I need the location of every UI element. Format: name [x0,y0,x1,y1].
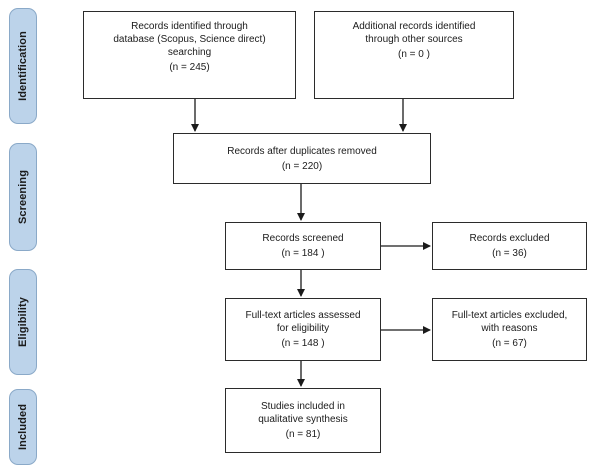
box-studies-included-count: (n = 81) [285,429,321,440]
box-records-screened: Records screened (n = 184 ) [225,222,381,270]
box-after-duplicates-line-1: Records after duplicates removed [227,145,377,157]
box-fulltext-excluded: Full-text articles excluded, with reason… [432,298,587,361]
box-fulltext-excluded-line-2: with reasons [481,323,538,334]
box-studies-included-line-2: qualitative synthesis [258,414,348,425]
box-fulltext-assessed-line-1: Full-text articles assessed [245,310,361,321]
box-records-excluded-line-1: Records excluded [469,233,550,244]
box-database-records: Records identified through database (Sco… [83,11,296,99]
phase-identification: Identification [9,8,37,124]
box-other-records: Additional records identified through ot… [314,11,514,99]
box-fulltext-excluded-line-1: Full-text articles excluded, [451,310,568,321]
box-studies-included-line-1: Studies included in [261,401,345,412]
box-other-records-line-2: through other sources [365,34,463,45]
phase-screening: Screening [9,143,37,251]
phase-included: Included [9,389,37,465]
box-database-records-line-2: database (Scopus, Science direct) [113,34,266,45]
box-records-screened-count: (n = 184 ) [281,248,325,259]
box-records-excluded-count: (n = 36) [492,248,527,259]
box-database-records-line-3: searching [167,47,212,58]
box-after-duplicates-count: (n = 220) [281,160,323,172]
box-after-duplicates: Records after duplicates removed (n = 22… [173,133,431,184]
phase-eligibility: Eligibility [9,269,37,375]
box-records-screened-line-1: Records screened [262,233,344,244]
box-fulltext-assessed: Full-text articles assessed for eligibil… [225,298,381,361]
box-fulltext-assessed-line-2: for eligibility [276,323,330,334]
box-other-records-count: (n = 0 ) [398,49,430,60]
box-database-records-line-1: Records identified through [131,21,248,32]
box-records-excluded: Records excluded (n = 36) [432,222,587,270]
box-database-records-count: (n = 245) [169,62,210,73]
box-other-records-line-1: Additional records identified [352,21,476,32]
box-fulltext-excluded-count: (n = 67) [492,338,527,349]
box-fulltext-assessed-count: (n = 148 ) [281,338,325,349]
box-studies-included: Studies included in qualitative synthesi… [225,388,381,453]
